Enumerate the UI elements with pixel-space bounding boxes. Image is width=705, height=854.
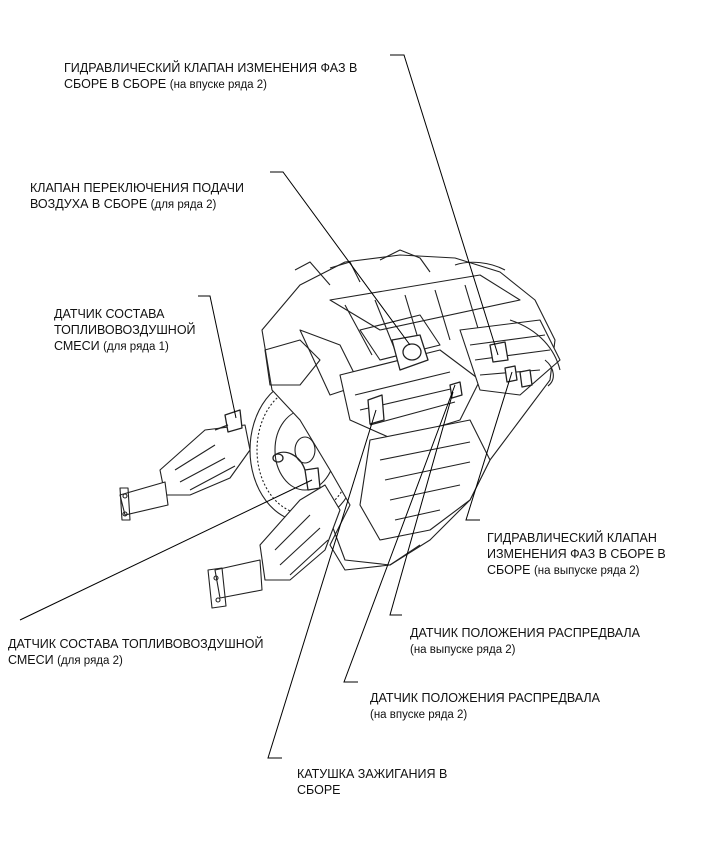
hoses	[454, 261, 561, 387]
label-ignition-coil: КАТУШКА ЗАЖИГАНИЯ В СБОРЕ	[297, 750, 447, 799]
label-cam-sensor-exhaust: ДАТЧИК ПОЛОЖЕНИЯ РАСПРЕДВАЛА (на выпуске…	[410, 609, 640, 658]
label-note: (для ряда 2)	[150, 199, 217, 211]
label-text: ГИДРАВЛИЧЕСКИЙ КЛАПАН ИЗМЕНЕНИЯ ФАЗ В СБ…	[64, 61, 358, 91]
label-text: ДАТЧИК СОСТАВА ТОПЛИВОВОЗДУШНОЙ СМЕСИ	[54, 307, 196, 353]
label-text: КЛАПАН ПЕРЕКЛЮЧЕНИЯ ПОДАЧИ ВОЗДУХА В СБО…	[30, 181, 244, 211]
label-af-sensor-bank2: ДАТЧИК СОСТАВА ТОПЛИВОВОЗДУШНОЙ СМЕСИ (д…	[8, 620, 263, 669]
af-sensor-bank2-part	[304, 467, 321, 491]
label-text: ДАТЧИК ПОЛОЖЕНИЯ РАСПРЕДВАЛА	[410, 626, 640, 640]
label-text: КАТУШКА ЗАЖИГАНИЯ В СБОРЕ	[297, 767, 448, 797]
lower-block	[329, 419, 491, 566]
label-note: (на выпуске ряда 2)	[410, 644, 516, 656]
leader-vvt-intake	[390, 54, 499, 356]
label-text: ГИДРАВЛИЧЕСКИЙ КЛАПАН ИЗМЕНЕНИЯ ФАЗ В СБ…	[487, 531, 666, 577]
leader-ignition-coil	[267, 409, 377, 759]
exhaust-manifold-bank2	[207, 484, 341, 609]
label-note: (для ряда 1)	[103, 341, 169, 353]
vvt-intake-part	[489, 341, 509, 363]
leader-cam-intake	[343, 384, 456, 683]
label-text: ДАТЧИК ПОЛОЖЕНИЯ РАСПРЕДВАЛА	[370, 691, 600, 705]
leader-cam-exhaust	[389, 391, 454, 616]
label-air-switch-valve: КЛАПАН ПЕРЕКЛЮЧЕНИЯ ПОДАЧИ ВОЗДУХА В СБО…	[30, 164, 244, 213]
leader-vvt-exhaust	[465, 371, 513, 521]
label-text: ДАТЧИК СОСТАВА ТОПЛИВОВОЗДУШНОЙ СМЕСИ	[8, 637, 264, 667]
label-note: (на выпуске ряда 2)	[533, 565, 640, 577]
label-note: (на впуске ряда 2)	[370, 709, 468, 721]
leader-lines	[19, 54, 513, 759]
leader-af-sensor-bank1	[198, 295, 237, 419]
components	[214, 334, 533, 491]
leader-af-sensor-bank2	[19, 479, 313, 621]
ignition-coil-part	[367, 394, 385, 425]
label-note: (для ряда 2)	[57, 655, 123, 667]
label-vvt-intake-bank2: ГИДРАВЛИЧЕСКИЙ КЛАПАН ИЗМЕНЕНИЯ ФАЗ В СБ…	[64, 44, 357, 93]
leader-air-switch-valve	[270, 171, 411, 346]
label-note: (на впуске ряда 2)	[169, 79, 267, 91]
engine-illustration	[119, 249, 561, 609]
label-vvt-exhaust-bank2: ГИДРАВЛИЧЕСКИЙ КЛАПАН ИЗМЕНЕНИЯ ФАЗ В СБ…	[487, 514, 666, 579]
air-switch-valve-part	[391, 334, 429, 371]
exhaust-manifold-bank1	[119, 424, 251, 521]
label-cam-sensor-intake: ДАТЧИК ПОЛОЖЕНИЯ РАСПРЕДВАЛА (на впуске …	[370, 674, 600, 723]
af-sensor-bank1-part	[224, 409, 243, 433]
intake-manifold	[294, 249, 521, 396]
vvt-exhaust-part	[519, 369, 533, 388]
label-af-sensor-bank1: ДАТЧИК СОСТАВА ТОПЛИВОВОЗДУШНОЙ СМЕСИ (д…	[54, 290, 196, 355]
